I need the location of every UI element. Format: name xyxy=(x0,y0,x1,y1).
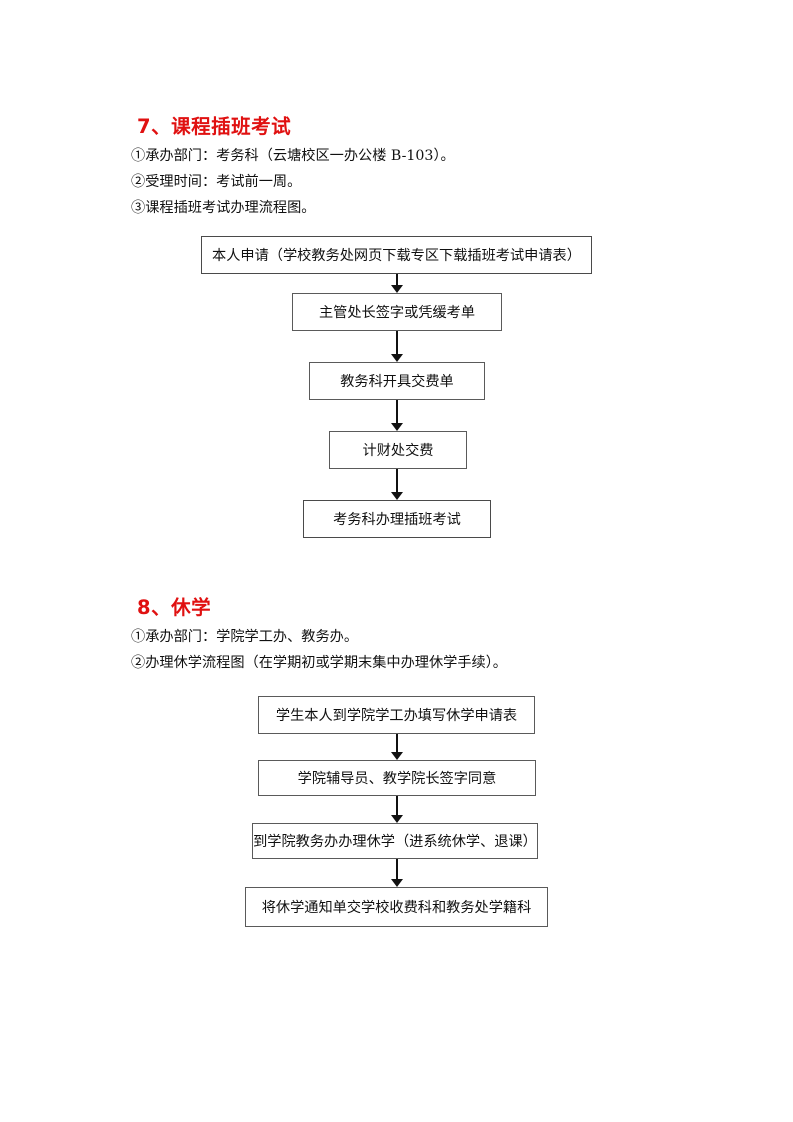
section-7-line-2: ②受理时间：考试前一周。 xyxy=(131,174,302,190)
flow1-step-3: 教务科开具交费单 xyxy=(309,362,485,400)
flow1-step-2: 主管处长签字或凭缓考单 xyxy=(292,293,502,331)
section-heading-7: 7、课程插班考试 xyxy=(137,115,292,138)
flow1-step-1: 本人申请（学校教务处网页下载专区下载插班考试申请表） xyxy=(201,236,592,274)
section-heading-8: 8、休学 xyxy=(137,596,212,619)
section-7-line-1: ①承办部门：考务科（云塘校区一办公楼 B-103）。 xyxy=(131,148,455,164)
section-8-line-1: ①承办部门：学院学工办、教务办。 xyxy=(131,629,359,645)
flow2-step-2: 学院辅导员、教学院长签字同意 xyxy=(258,760,536,796)
section-7-line-3: ③课程插班考试办理流程图。 xyxy=(131,200,316,216)
flow1-arrow-1 xyxy=(390,274,404,293)
flow2-step-1: 学生本人到学院学工办填写休学申请表 xyxy=(258,696,535,734)
section-8-line-2: ②办理休学流程图（在学期初或学期末集中办理休学手续）。 xyxy=(131,655,507,671)
flow1-arrow-2 xyxy=(390,331,404,362)
flow1-step-4: 计财处交费 xyxy=(329,431,467,469)
flow2-arrow-2 xyxy=(390,796,404,823)
flow2-arrow-3 xyxy=(390,859,404,887)
flow1-arrow-4 xyxy=(390,469,404,500)
flow2-arrow-1 xyxy=(390,734,404,760)
flow2-step-3: 到学院教务办办理休学（进系统休学、退课） xyxy=(252,823,538,859)
flow2-step-4: 将休学通知单交学校收费科和教务处学籍科 xyxy=(245,887,548,927)
flow1-step-5: 考务科办理插班考试 xyxy=(303,500,491,538)
flow1-arrow-3 xyxy=(390,400,404,431)
